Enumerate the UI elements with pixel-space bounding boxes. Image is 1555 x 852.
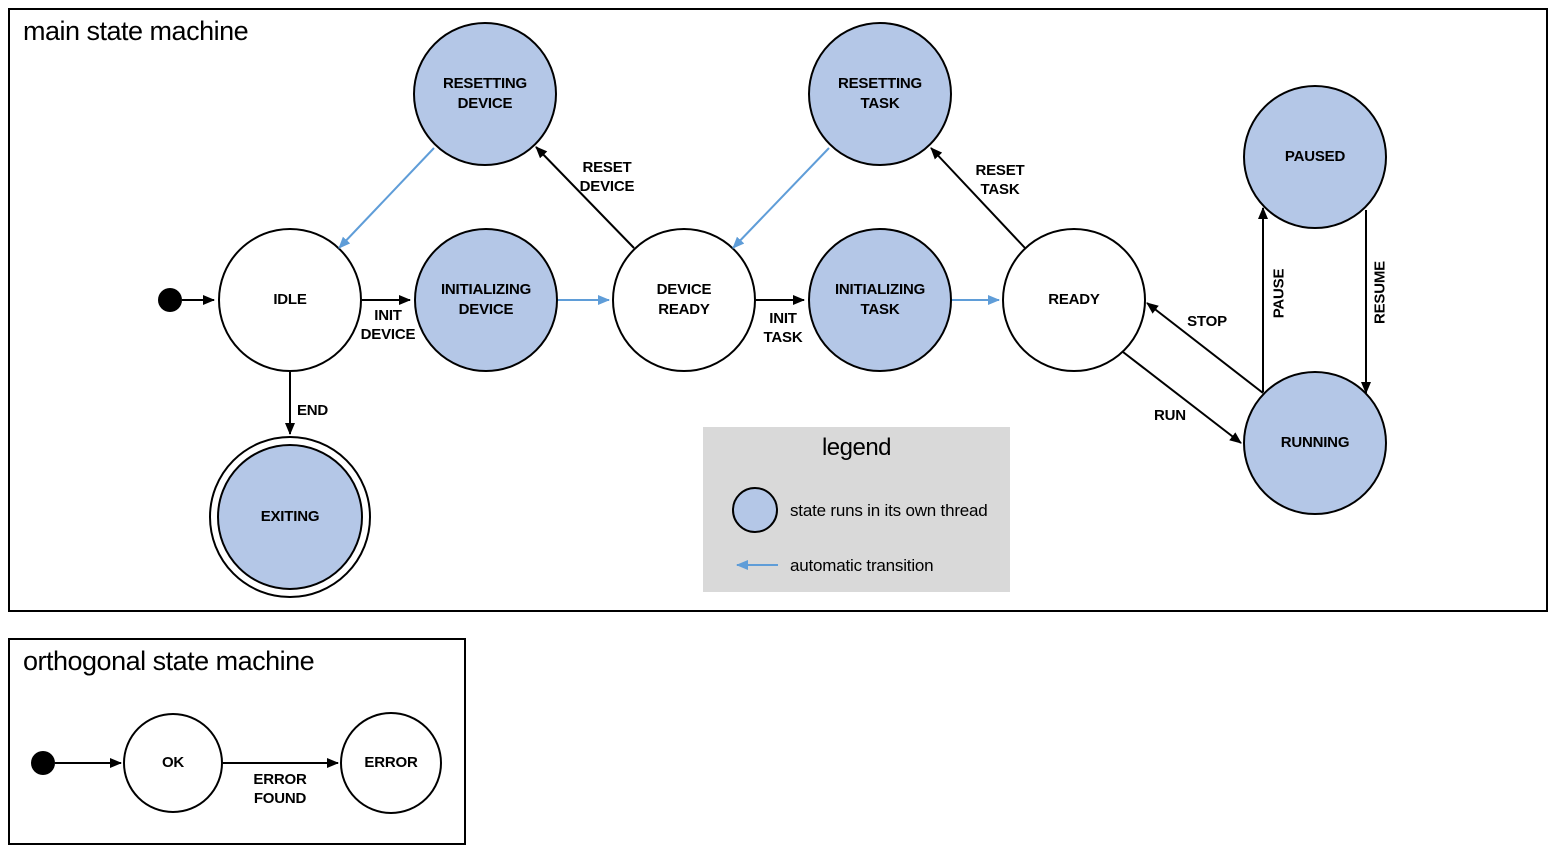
transition-label-resume: RESUME [1371, 261, 1389, 324]
transition-label-end: END [297, 402, 329, 419]
legend-box: legend state runs in its own thread auto… [703, 427, 1010, 592]
legend-auto-transition-text: automatic transition [790, 556, 934, 575]
state-ready: READY [1002, 228, 1146, 372]
state-exiting-final-ring: EXITING [209, 436, 371, 598]
state-initializing-device: INITIALIZING DEVICE [414, 228, 558, 372]
transition-label-init-device: INIT DEVICE [360, 307, 416, 343]
state-ok: OK [123, 713, 223, 813]
state-idle: IDLE [218, 228, 362, 372]
state-exiting: EXITING [217, 444, 363, 590]
state-device-ready: DEVICE READY [612, 228, 756, 372]
transition-label-reset-task: RESET TASK [975, 162, 1025, 198]
main-state-machine-title: main state machine [23, 16, 249, 46]
orthogonal-state-machine-title: orthogonal state machine [23, 646, 315, 676]
transition-label-error-found: ERROR FOUND [253, 771, 307, 807]
state-resetting-device: RESETTING DEVICE [413, 22, 557, 166]
legend-thread-state-swatch [732, 487, 778, 533]
state-error: ERROR [340, 712, 442, 814]
transition-label-run: RUN [1154, 407, 1186, 424]
state-resetting-task: RESETTING TASK [808, 22, 952, 166]
state-paused: PAUSED [1243, 85, 1387, 229]
transition-label-init-task: INIT TASK [763, 310, 803, 346]
legend-thread-state-text: state runs in its own thread [790, 501, 988, 520]
transition-label-pause: PAUSE [1270, 268, 1288, 319]
legend-title: legend [821, 434, 892, 461]
transition-label-stop: STOP [1187, 313, 1227, 330]
transition-label-reset-device: RESET DEVICE [579, 159, 635, 195]
state-initializing-task: INITIALIZING TASK [808, 228, 952, 372]
state-running: RUNNING [1243, 371, 1387, 515]
